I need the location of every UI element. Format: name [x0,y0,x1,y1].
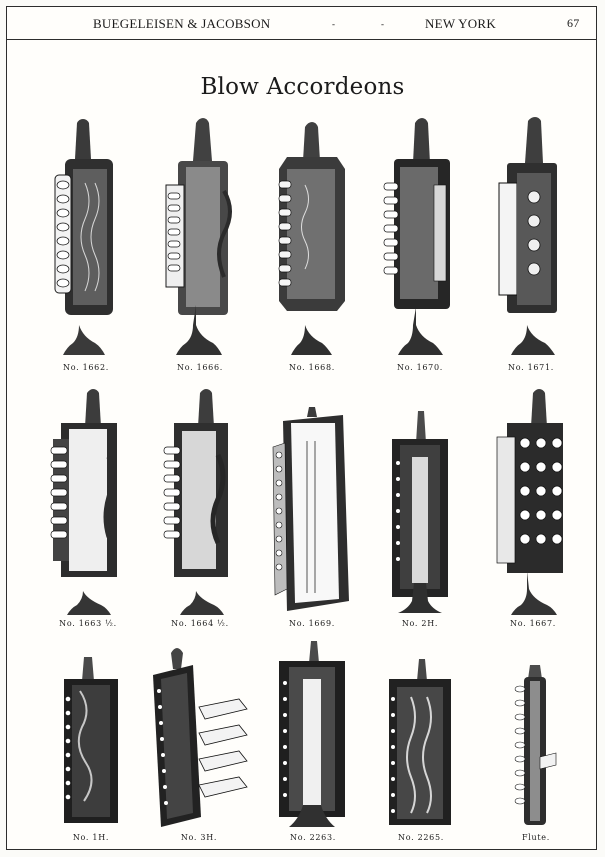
catalog-item-1671: No. 1671. [487,111,575,375]
catalog-item-1664-half: No. 1664 ½. [160,385,240,641]
page-title: Blow Accordeons [200,74,405,100]
item-label: No. 2263. [290,833,336,842]
item-label: No. 1666. [177,363,223,372]
item-label: No. 1662. [63,363,109,372]
catalog-item-2h: No. 2H. [382,405,458,641]
catalog-item-1667: No. 1667. [489,385,577,641]
item-label: No. 1663 ½. [59,619,117,628]
accordion-illustration [163,389,228,615]
accordion-illustration [279,641,345,827]
item-label: No. 1667. [510,619,556,628]
page-number: 67 [567,16,580,30]
page-frame: BUEGELEISEN & JACOBSON - - NEW YORK 67 B… [6,6,597,850]
accordion-illustration [278,122,345,355]
flute-illustration [514,665,557,825]
catalog-item-1670: No. 1670. [378,111,462,375]
item-label: No. 1H. [72,833,110,842]
accordion-illustration [50,389,117,615]
catalog-item-2263: No. 2263. [269,639,357,847]
accordion-illustration [496,389,563,615]
item-label: No. 3H. [180,833,218,842]
page-header: BUEGELEISEN & JACOBSON - - NEW YORK 67 [7,7,596,40]
item-label: No. 2265. [398,833,444,842]
accordion-illustration [272,407,349,611]
accordion-illustration [498,117,557,355]
catalog-item-1662: No. 1662. [43,111,129,375]
item-label: No. 2H. [401,619,439,628]
item-label: No. 1669. [289,619,335,628]
accordion-illustration [383,118,450,355]
catalog-item-1666: No. 1666. [158,111,242,375]
catalog-item-1668: No. 1668. [267,111,357,375]
accordion-illustration [389,659,451,825]
item-label: No. 1664 ½. [171,619,229,628]
catalog-item-1663-half: No. 1663 ½. [45,385,131,641]
accordion-illustration [153,648,248,827]
city-name: NEW YORK [425,16,496,31]
company-name: BUEGELEISEN & JACOBSON [93,16,271,31]
accordion-illustration [64,657,118,823]
catalog-item-1h: No. 1H. [52,651,130,847]
item-label: Flute. [522,833,550,842]
catalog-item-1669: No. 1669. [267,405,357,641]
accordion-illustration [165,118,232,355]
accordion-illustration [54,119,113,355]
catalog-item-flute: Flute. [512,661,560,847]
catalog-item-2265: No. 2265. [383,657,459,847]
header-separator: - [332,19,336,29]
catalog-item-3h: No. 3H. [147,643,251,847]
item-label: No. 1671. [508,363,554,372]
accordion-illustration [392,411,448,613]
item-label: No. 1668. [289,363,335,372]
item-label: No. 1670. [397,363,443,372]
header-separator: - [381,19,385,29]
